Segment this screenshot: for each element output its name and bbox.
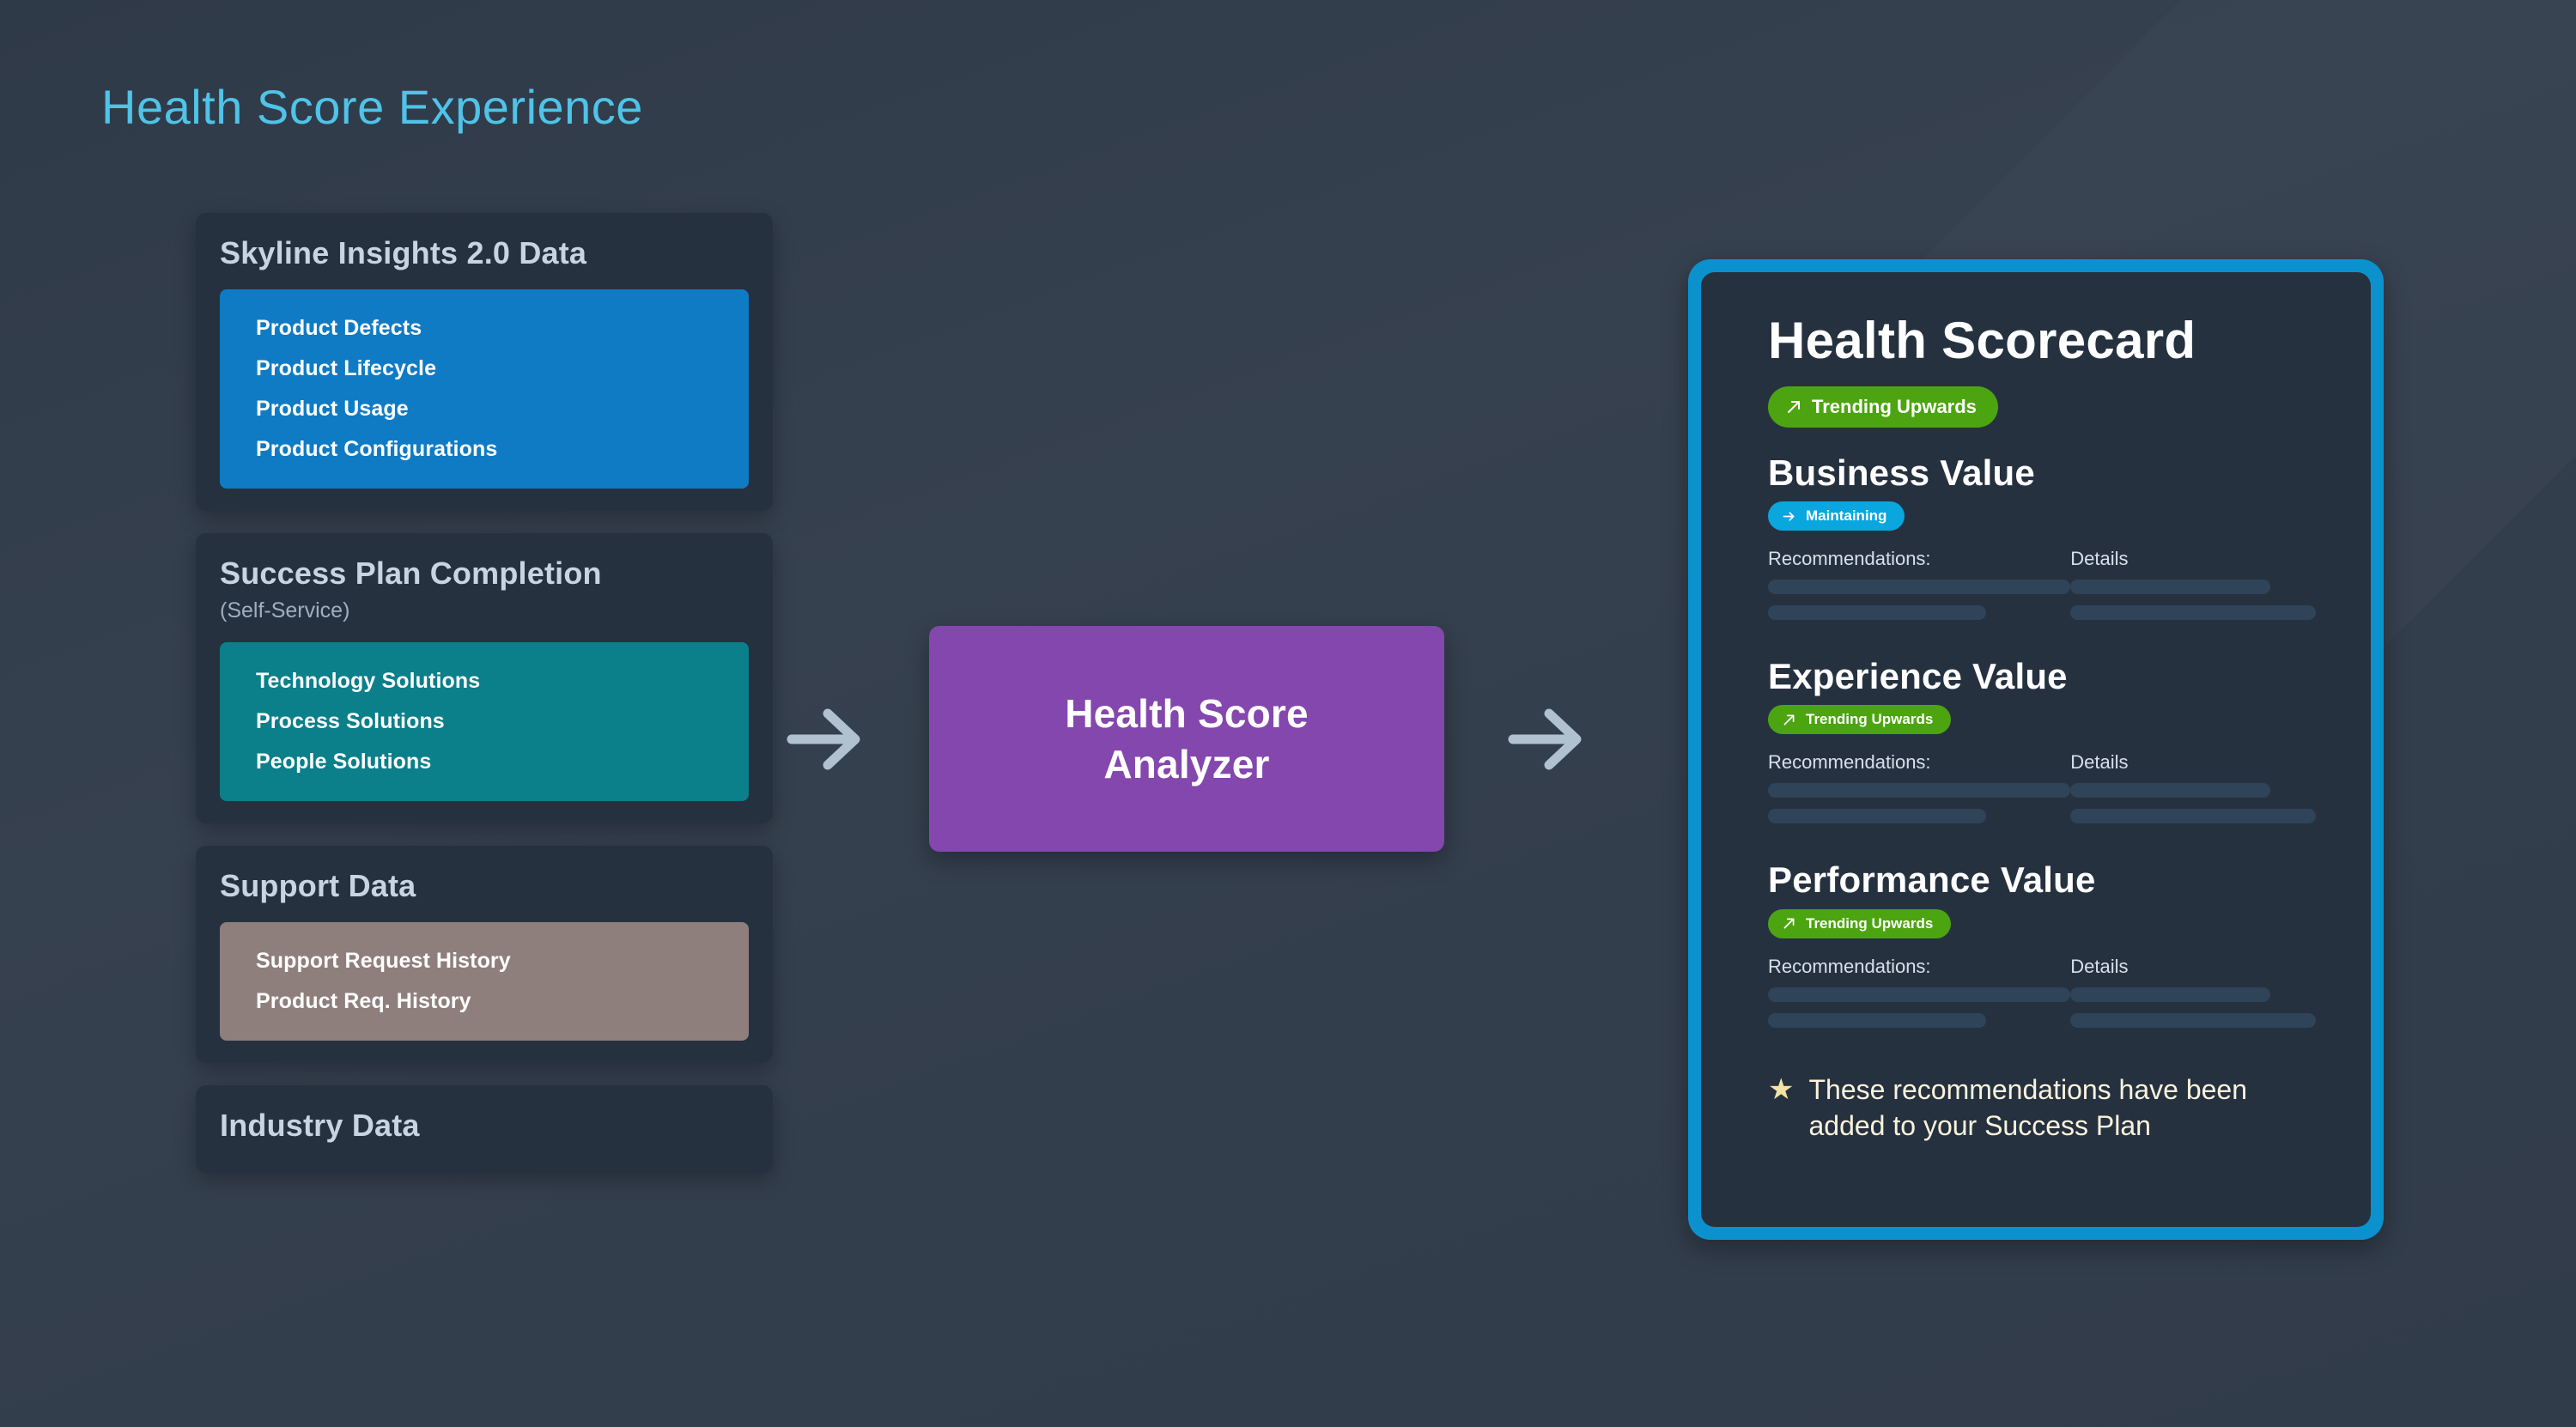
star-icon: ★ [1768, 1072, 1795, 1106]
arrow-right-icon [783, 700, 866, 783]
page-title: Health Score Experience [101, 80, 643, 134]
section-columns: Recommendations: Details [1768, 751, 2326, 835]
arrow-right-icon [1782, 509, 1796, 524]
status-badge-label: Maintaining [1806, 507, 1887, 525]
health-scorecard: Health Scorecard Trending Upwards Busine… [1688, 259, 2384, 1240]
section-title: Experience Value [1768, 656, 2068, 697]
status-badge-performance-value[interactable]: Trending Upwards [1768, 908, 1952, 938]
source-card-subtitle: (Self-Service) [220, 598, 350, 622]
list-item[interactable]: People Solutions [256, 749, 432, 774]
skeleton-bar [2070, 605, 2317, 621]
list-item[interactable]: Product Usage [256, 397, 409, 422]
column-header-recommendations: Recommendations: [1768, 751, 1931, 774]
status-badge-label: Trending Upwards [1812, 396, 1977, 417]
arrow-trending-up-icon [1785, 398, 1802, 416]
skeleton-bar [1768, 809, 1986, 824]
recommendations-column: Recommendations: [1768, 955, 2071, 1039]
section-columns: Recommendations: Details [1768, 956, 2326, 1039]
source-card-success-plan-completion[interactable]: Success Plan Completion (Self-Service) T… [196, 533, 773, 823]
arrow-right-icon [1504, 700, 1587, 783]
status-badge-experience-value[interactable]: Trending Upwards [1768, 705, 1952, 735]
source-item-block: Product Defects Product Lifecycle Produc… [220, 289, 749, 489]
analyzer-label-line-2: Analyzer [1103, 741, 1270, 786]
health-score-analyzer-box[interactable]: Health Score Analyzer [929, 626, 1444, 852]
skeleton-bar [2070, 987, 2270, 1002]
skeleton-bar [1768, 1012, 1986, 1028]
source-card-industry-data[interactable]: Industry Data [196, 1085, 773, 1173]
scorecard-section-performance-value: Performance Value Trending Upwards Recom… [1768, 860, 2326, 1038]
recommendations-column: Recommendations: [1768, 548, 2071, 631]
analyzer-label: Health Score Analyzer [1065, 689, 1309, 790]
list-item[interactable]: Product Req. History [256, 989, 471, 1014]
skeleton-bar [1768, 605, 1986, 621]
arrow-trending-up-icon [1782, 713, 1796, 727]
status-badge-overall[interactable]: Trending Upwards [1768, 386, 1998, 428]
column-header-details: Details [2070, 751, 2129, 774]
details-column: Details [2070, 548, 2326, 631]
list-item[interactable]: Process Solutions [256, 708, 445, 733]
status-badge-business-value[interactable]: Maintaining [1768, 501, 1905, 531]
list-item[interactable]: Support Request History [256, 949, 511, 974]
column-header-recommendations: Recommendations: [1768, 548, 1931, 570]
source-card-skyline-insights[interactable]: Skyline Insights 2.0 Data Product Defect… [196, 213, 773, 512]
section-columns: Recommendations: Details [1768, 548, 2326, 631]
data-sources-column: Skyline Insights 2.0 Data Product Defect… [196, 213, 773, 1195]
column-header-recommendations: Recommendations: [1768, 955, 1931, 977]
scorecard-title: Health Scorecard [1768, 312, 2196, 369]
status-badge-label: Trending Upwards [1806, 711, 1934, 728]
skeleton-bar [2070, 1012, 2317, 1028]
arrow-trending-up-icon [1782, 916, 1796, 931]
skeleton-bar [1768, 580, 2071, 595]
scorecard-footer-text: These recommendations have been added to… [1808, 1073, 2248, 1142]
skeleton-bar [2070, 783, 2270, 799]
source-card-title: Industry Data [220, 1108, 420, 1144]
section-title: Performance Value [1768, 859, 2096, 901]
health-scorecard-body: Health Scorecard Trending Upwards Busine… [1701, 272, 2371, 1227]
list-item[interactable]: Product Configurations [256, 437, 498, 462]
section-title: Business Value [1768, 452, 2035, 493]
analyzer-label-line-1: Health Score [1065, 690, 1309, 736]
source-card-title: Support Data [220, 867, 416, 903]
skeleton-bar [2070, 809, 2317, 824]
list-item[interactable]: Product Defects [256, 316, 422, 341]
skeleton-bar [1768, 783, 2071, 799]
source-item-block: Technology Solutions Process Solutions P… [220, 641, 749, 801]
scorecard-section-experience-value: Experience Value Trending Upwards Recomm… [1768, 656, 2326, 835]
recommendations-column: Recommendations: [1768, 751, 2071, 835]
skeleton-bar [2070, 580, 2270, 595]
column-header-details: Details [2070, 955, 2129, 977]
scorecard-section-business-value: Business Value Maintaining Recommendatio… [1768, 452, 2326, 631]
source-item-block: Support Request History Product Req. His… [220, 922, 749, 1041]
source-card-title: Success Plan Completion [220, 556, 602, 592]
list-item[interactable]: Technology Solutions [256, 668, 481, 693]
skeleton-bar [1768, 987, 2071, 1002]
details-column: Details [2070, 956, 2326, 1039]
source-card-support-data[interactable]: Support Data Support Request History Pro… [196, 845, 773, 1064]
source-card-title: Skyline Insights 2.0 Data [220, 235, 587, 270]
scorecard-footer-note: ★ These recommendations have been added … [1768, 1072, 2326, 1145]
status-badge-label: Trending Upwards [1806, 914, 1934, 932]
list-item[interactable]: Product Lifecycle [256, 356, 437, 381]
details-column: Details [2070, 751, 2326, 835]
column-header-details: Details [2070, 548, 2129, 570]
